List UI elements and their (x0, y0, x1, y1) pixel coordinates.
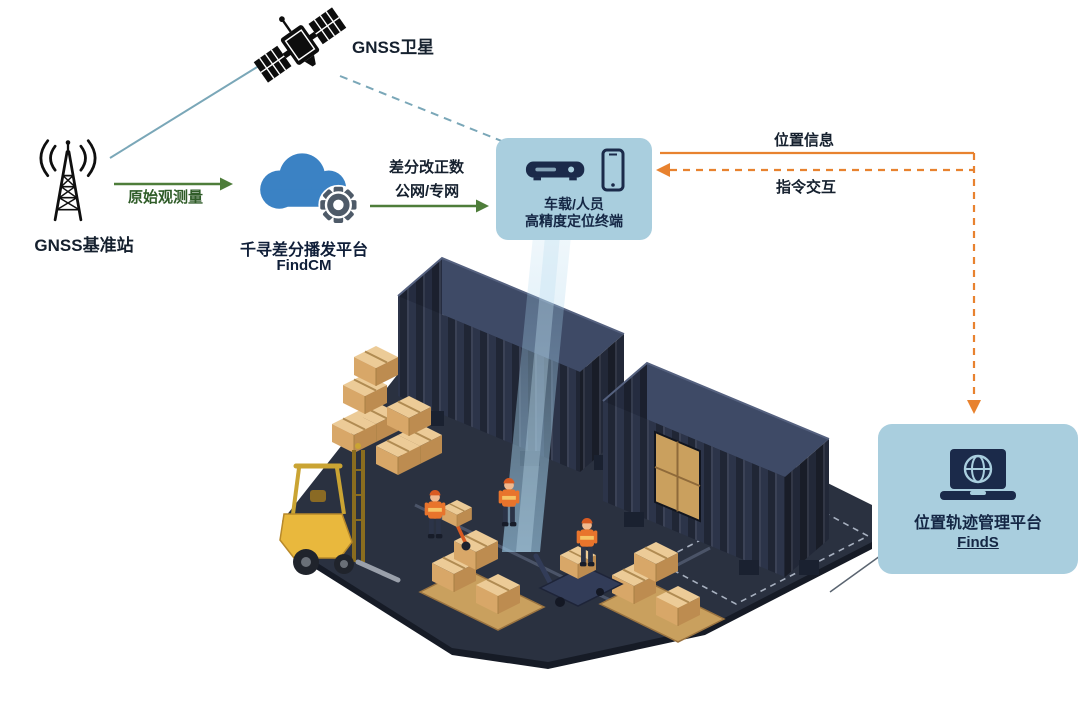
link-command-interaction-line (656, 163, 974, 177)
receiver-icon (523, 154, 591, 191)
terminal-panel: 车载/人员 高精度定位终端 (496, 138, 652, 240)
diff-correction-label-line1: 差分改正数 (389, 159, 465, 176)
diff-correction-label-line2: 公网/专网 (395, 183, 460, 200)
command-interaction-label: 指令交互 (776, 179, 837, 196)
satellite-label: GNSS卫星 (352, 38, 435, 57)
track-platform-title: 位置轨迹管理平台 (913, 515, 1042, 532)
satellite-icon (252, 2, 348, 88)
positioning-beam (502, 236, 571, 552)
track-platform-panel: 位置轨迹管理平台 FindS (878, 424, 1078, 574)
container-1 (397, 256, 625, 472)
cloud-gear-icon (243, 134, 367, 230)
link-diff-correction-arrow (370, 199, 489, 213)
raw-observation-label: 原始观测量 (128, 189, 204, 206)
laptop-globe-icon (928, 447, 1028, 514)
link-raw-observation-arrow (114, 177, 233, 191)
box-pallet-right (598, 542, 726, 643)
location-info-label: 位置信息 (774, 132, 835, 149)
smartphone-icon (601, 148, 625, 197)
base-station-label: GNSS基准站 (34, 236, 134, 255)
hand-truck (442, 500, 472, 551)
box-pallet-center (418, 530, 546, 631)
radio-tower-icon (22, 136, 114, 230)
track-platform-subtitle: FindS (957, 534, 999, 551)
gear-icon (318, 184, 359, 225)
link-finds-to-yard (829, 555, 881, 593)
terminal-label-line2: 高精度定位终端 (525, 213, 623, 229)
link-satellite-to-base (109, 63, 263, 159)
forklift (279, 443, 401, 583)
container-2 (602, 361, 830, 577)
cloud-platform-subtitle: FindCM (276, 257, 332, 274)
terminal-label-line1: 车载/人员 (544, 196, 604, 212)
container-open-door (654, 430, 701, 523)
pallet-jack (533, 546, 624, 607)
cloud-platform-title: 千寻差分播发平台 (239, 242, 368, 259)
link-to-finds-platform (967, 153, 981, 414)
link-satellite-to-terminal (339, 75, 505, 143)
